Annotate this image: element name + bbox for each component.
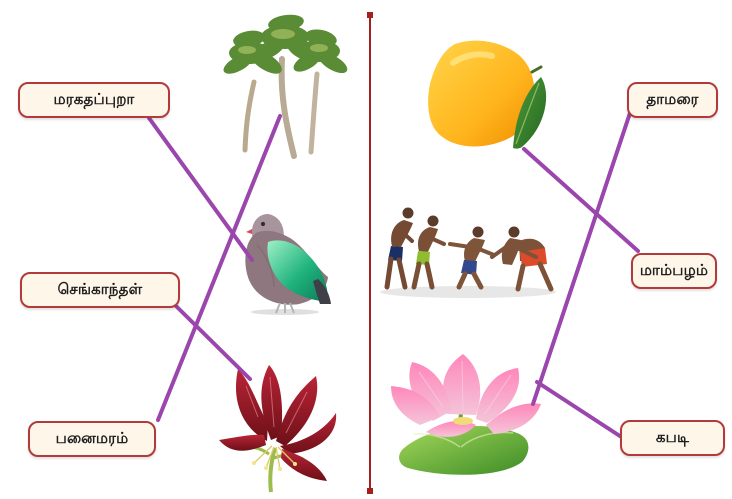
- label-right-middle-text: மாம்பழம்: [639, 261, 709, 279]
- emerald-dove-icon: [245, 214, 331, 315]
- lotus-icon: [391, 354, 541, 475]
- label-left-top: மரகதப்புறா: [18, 82, 170, 118]
- connector-line: [531, 108, 633, 406]
- label-right-bottom-text: கபடி: [655, 428, 690, 446]
- label-left-bottom-text: பனைமரம்: [55, 429, 129, 447]
- connector-line: [535, 380, 628, 442]
- divider-bottom-cap: [367, 488, 373, 494]
- label-right-middle: மாம்பழம்: [631, 253, 717, 289]
- divider-top-cap: [367, 12, 373, 18]
- connector-line: [156, 114, 282, 422]
- label-left-top-text: மரகதப்புறா: [53, 90, 135, 108]
- label-right-bottom: கபடி: [620, 420, 725, 456]
- center-divider: [367, 12, 373, 494]
- gloriosa-lily-icon: [219, 365, 337, 493]
- kabaddi-players-icon: [380, 207, 556, 298]
- mango-icon: [428, 40, 547, 149]
- label-left-middle-text: செங்காந்தள்: [57, 280, 143, 298]
- label-left-middle: செங்காந்தள்: [20, 272, 180, 308]
- connector-line: [174, 304, 252, 381]
- connector-line: [147, 116, 254, 262]
- connector-line: [522, 147, 640, 253]
- label-right-top-text: தாமரை: [646, 90, 699, 108]
- label-right-top: தாமரை: [627, 82, 718, 118]
- label-left-bottom: பனைமரம்: [28, 421, 156, 457]
- palm-tree-icon: [223, 14, 348, 159]
